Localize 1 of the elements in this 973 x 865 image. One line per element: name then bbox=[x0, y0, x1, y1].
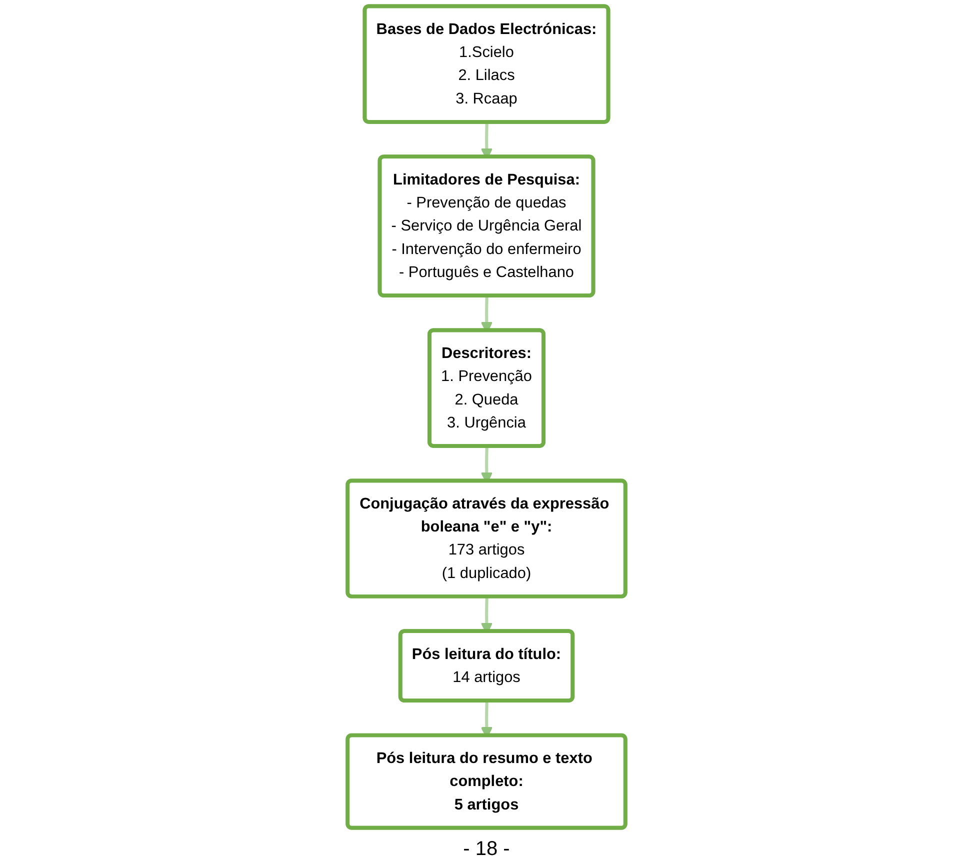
page-number: - 18 - bbox=[463, 838, 510, 860]
